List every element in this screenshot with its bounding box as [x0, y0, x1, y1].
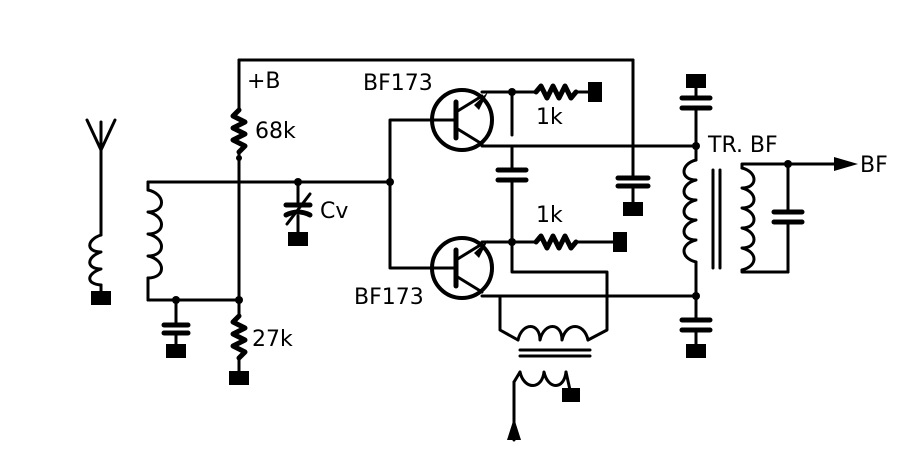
resistor-1k-top-label: 1k: [536, 105, 563, 130]
resistor-1k-bottom-label: 1k: [536, 203, 563, 228]
resistor-68k-label: 68k: [255, 119, 296, 144]
decoupling-capacitor-mid: [615, 175, 651, 216]
transistor-top-label: BF173: [363, 71, 433, 96]
output-label: BF: [860, 153, 888, 178]
oscillator-loop-right: [510, 240, 609, 342]
transistor-bottom-label: BF173: [354, 285, 424, 310]
decoupling-capacitor-top: [679, 74, 713, 120]
bypass-capacitor-input: [161, 298, 191, 358]
secondary-tuning-capacitor: [771, 162, 805, 274]
antenna-coil: [88, 233, 103, 287]
transistor-top: [430, 88, 494, 152]
transformer-label: TR. BF: [707, 133, 778, 158]
base-wire-bottom: [388, 180, 435, 270]
resistor-27k-label: 27k: [252, 327, 293, 352]
oscillator-input-arrow: [507, 418, 521, 440]
resistor-27k: [229, 298, 249, 385]
variable-capacitor: [283, 178, 313, 246]
antenna-symbol: [85, 118, 117, 237]
transformer-secondary: [740, 166, 756, 272]
output-arrow: [834, 157, 858, 171]
coupling-capacitor: [495, 144, 529, 244]
transformer-primary: [682, 158, 698, 298]
decoupling-capacitor-bottom: [679, 294, 713, 358]
resistor-68k: [230, 107, 248, 155]
resistor-1k-top: [533, 82, 602, 102]
resistor-1k-bottom: [533, 232, 627, 252]
capacitor-cv-label: Cv: [320, 199, 348, 224]
base-wire-top: [388, 118, 435, 184]
input-tuned-coil: [146, 180, 163, 302]
oscillator-coupling-coil-upper: [516, 325, 590, 342]
supply-label: +B: [247, 69, 281, 94]
oscillator-loop-left: [498, 294, 520, 342]
ground-antenna: [91, 291, 111, 305]
transistor-bottom: [430, 236, 494, 300]
oscillator-coupling-coil-lower: [518, 370, 580, 402]
